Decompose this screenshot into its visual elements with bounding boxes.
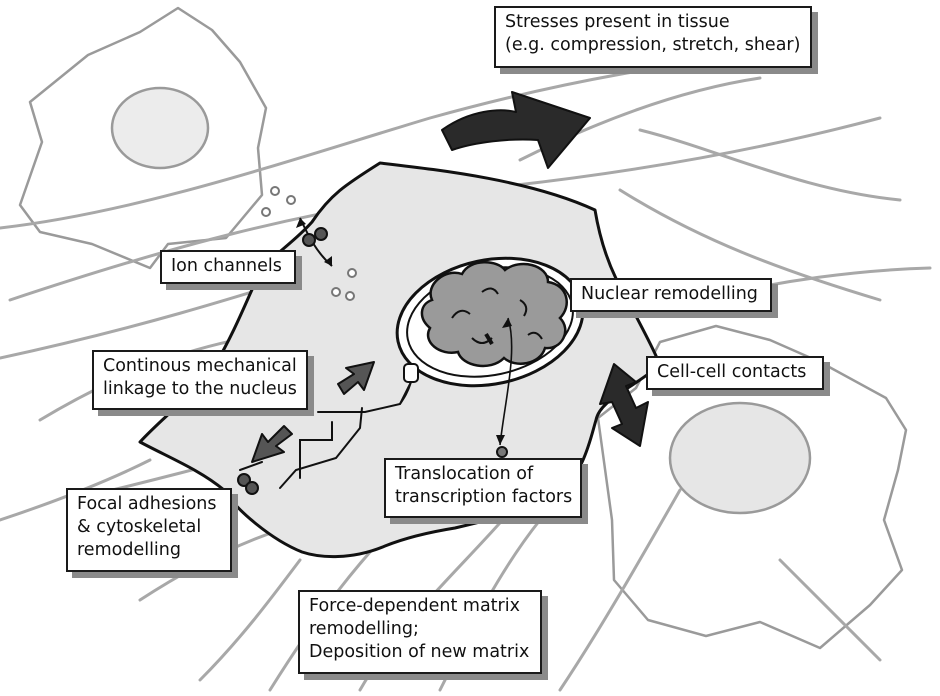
nucleus xyxy=(395,256,585,388)
force-arrow-icon xyxy=(251,425,293,463)
neighbor-cell-top-left xyxy=(18,6,268,270)
ion-particle-icon xyxy=(261,186,357,301)
label-ion-channels: Ion channels xyxy=(160,250,296,284)
label-focal-adhesions: Focal adhesions & cytoskeletal remodelli… xyxy=(66,488,232,572)
label-stresses: Stresses present in tissue (e.g. compres… xyxy=(494,6,812,68)
label-cell-cell-contacts: Cell-cell contacts xyxy=(646,356,824,390)
label-matrix-remodelling: Force-dependent matrix remodelling; Depo… xyxy=(298,590,542,674)
ion-channel xyxy=(296,217,333,267)
bidirectional-arrow-icon xyxy=(599,363,649,447)
label-nuclear-remodelling: Nuclear remodelling xyxy=(570,278,772,312)
neighbor-cell-bottom-right xyxy=(596,324,908,650)
label-translocation: Translocation of transcription factors xyxy=(384,458,582,518)
transcription-factor-path xyxy=(496,317,513,458)
transcription-factor xyxy=(496,446,508,458)
chromatin xyxy=(420,261,568,368)
label-mechanical-linkage: Continous mechanical linkage to the nucl… xyxy=(92,350,308,410)
force-arrow-icon xyxy=(337,361,375,395)
focal-adhesion xyxy=(237,473,259,495)
neighbor-nucleus-top-left xyxy=(110,86,210,170)
linker-complex xyxy=(399,363,419,405)
stress-arrow-icon xyxy=(441,91,591,169)
neighbor-nucleus-bottom-right xyxy=(668,401,812,515)
